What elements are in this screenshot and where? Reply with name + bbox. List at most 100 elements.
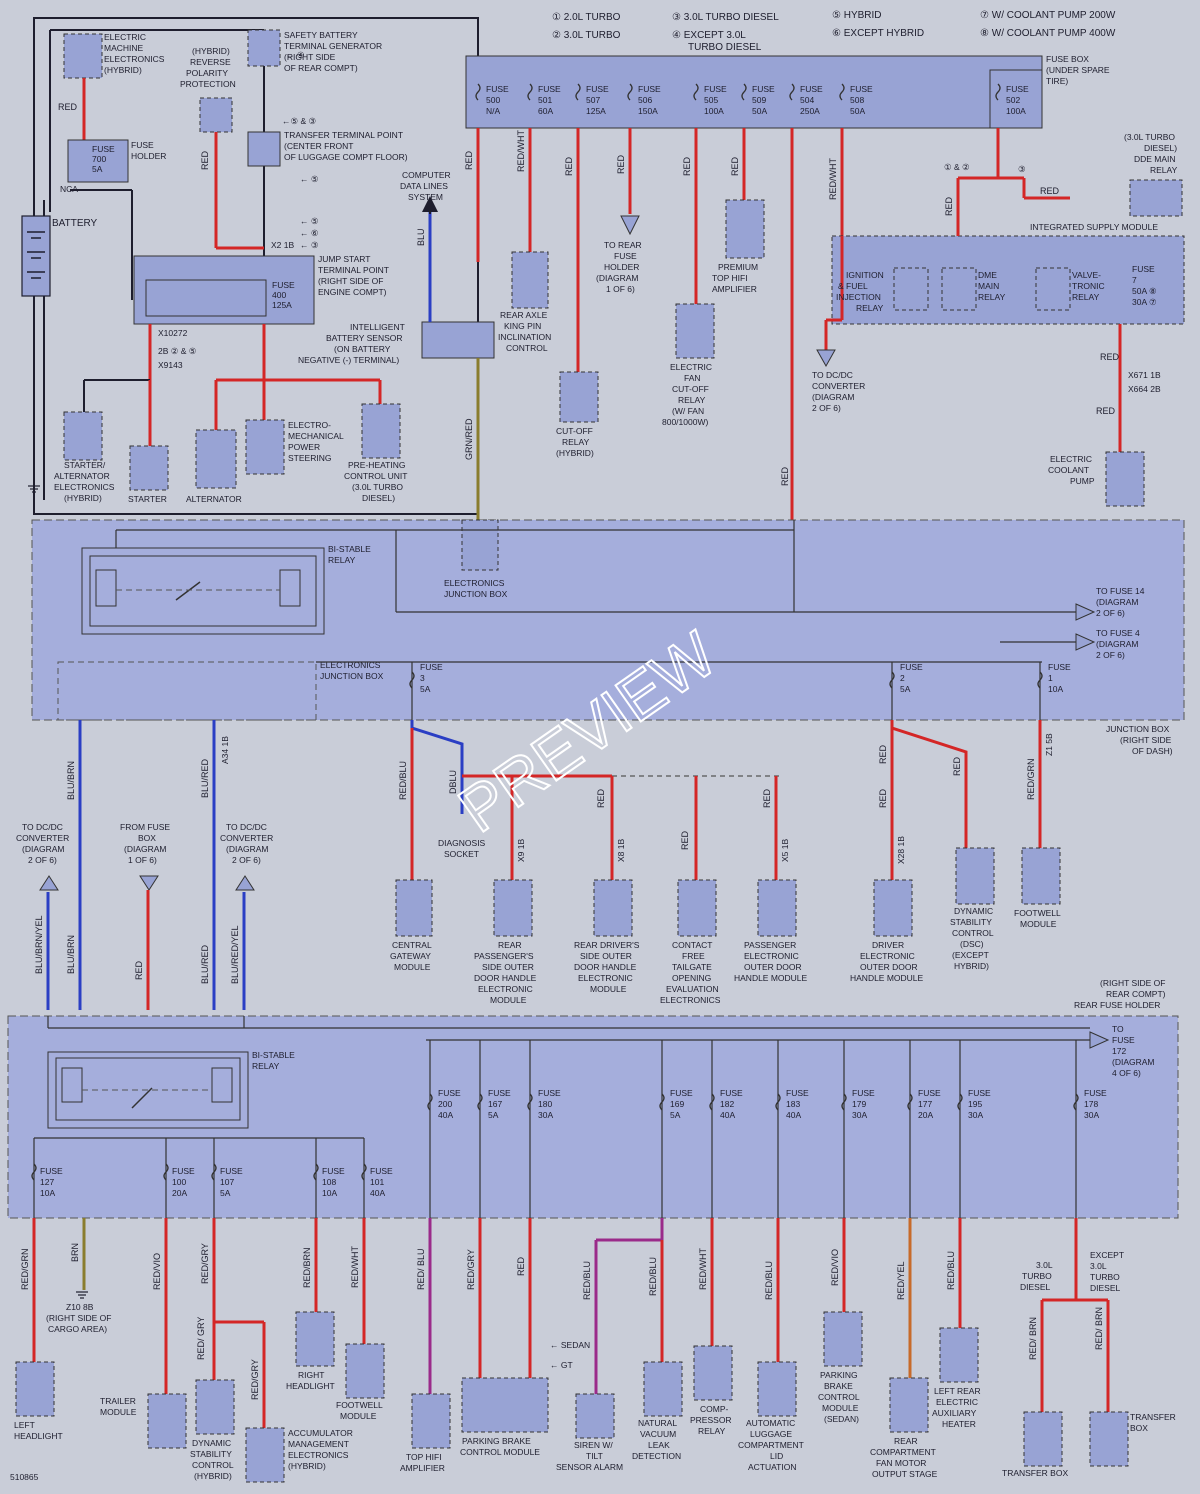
connector-label: A34 1B bbox=[220, 736, 230, 764]
connector-label: X671 1B bbox=[1128, 370, 1161, 380]
wire-color-label: BLU/BRN bbox=[66, 935, 76, 974]
drv-door-box bbox=[873, 879, 913, 937]
sedan-label: ← SEDAN bbox=[550, 1340, 590, 1350]
coolant-pump-box bbox=[1105, 451, 1145, 507]
transfer-terminal-box bbox=[247, 131, 281, 167]
legend-2: ② 3.0L TURBO bbox=[552, 30, 621, 41]
fuse-box-under-tire bbox=[465, 55, 1043, 129]
wire-color-label: BLU bbox=[416, 228, 426, 246]
footwell2-box bbox=[345, 1343, 385, 1399]
right-headlight-box bbox=[295, 1311, 335, 1367]
fuse-icon bbox=[409, 671, 415, 689]
wire-color-label: RED bbox=[1040, 186, 1060, 196]
connector-label: X9143 bbox=[158, 360, 183, 370]
legend-8: ⑧ W/ COOLANT PUMP 400W bbox=[980, 28, 1116, 39]
wire-color-label: RED bbox=[564, 156, 574, 176]
connector-label: X5 1B bbox=[780, 839, 790, 862]
siren-box bbox=[575, 1393, 615, 1439]
starter-label: STARTER bbox=[128, 494, 167, 504]
fuse-icon bbox=[475, 83, 481, 101]
fuse-icon bbox=[709, 1093, 715, 1111]
connector-label: X9 1B bbox=[516, 839, 526, 862]
transfer-box2 bbox=[1089, 1411, 1129, 1467]
wire-color-label: RED/GRN bbox=[1026, 758, 1036, 800]
ref-circle-5: ← ⑤ bbox=[300, 174, 319, 184]
wire-color-label: RED/BLU bbox=[648, 1257, 658, 1296]
reverse-polarity-box bbox=[199, 97, 233, 133]
ref-circle-3: ← ③ bbox=[300, 240, 319, 250]
ref-circle-5b: ← ⑤ bbox=[300, 216, 319, 226]
fuse-holder-box bbox=[67, 139, 129, 183]
alternator-label: ALTERNATOR bbox=[186, 494, 242, 504]
dsc-hybrid-box bbox=[195, 1379, 235, 1435]
ref-1-2: ① & ② bbox=[944, 162, 970, 172]
fuse-icon bbox=[1037, 671, 1043, 689]
fuse-icon bbox=[527, 83, 533, 101]
legend-3: ③ 3.0L TURBO DIESEL bbox=[672, 12, 779, 23]
figure-id: 510865 bbox=[10, 1472, 39, 1482]
safety-battery-box bbox=[247, 29, 281, 67]
wire-color-label: RED/WHT bbox=[350, 1246, 360, 1288]
fuse-icon bbox=[627, 83, 633, 101]
wire-color-label: RED bbox=[878, 744, 888, 764]
wire-color-label: RED bbox=[134, 960, 144, 980]
wire-color-label: RED/VIO bbox=[152, 1253, 162, 1290]
fuse-icon bbox=[575, 83, 581, 101]
fuse-icon bbox=[31, 1163, 37, 1181]
wire-color-label: RED/BLU bbox=[582, 1261, 592, 1300]
gt-label: ← GT bbox=[550, 1360, 573, 1370]
fuse-icon bbox=[527, 1093, 533, 1111]
fuse-icon bbox=[361, 1163, 367, 1181]
connector-triangle-l bbox=[39, 875, 59, 891]
vacuum-box bbox=[643, 1361, 683, 1417]
transfer-box1-label: TRANSFER BOX bbox=[1002, 1468, 1068, 1478]
wire-color-label: RED/WHT bbox=[516, 130, 526, 172]
legend-4: ④ EXCEPT 3.0L bbox=[672, 30, 746, 41]
wire-color-label: RED bbox=[730, 156, 740, 176]
aux-heater-box bbox=[939, 1327, 979, 1383]
legend: ① 2.0L TURBO ② 3.0L TURBO ③ 3.0L TURBO D… bbox=[552, 10, 1116, 53]
rear-drv-door-box bbox=[593, 879, 633, 937]
central-gw-box bbox=[395, 879, 433, 937]
